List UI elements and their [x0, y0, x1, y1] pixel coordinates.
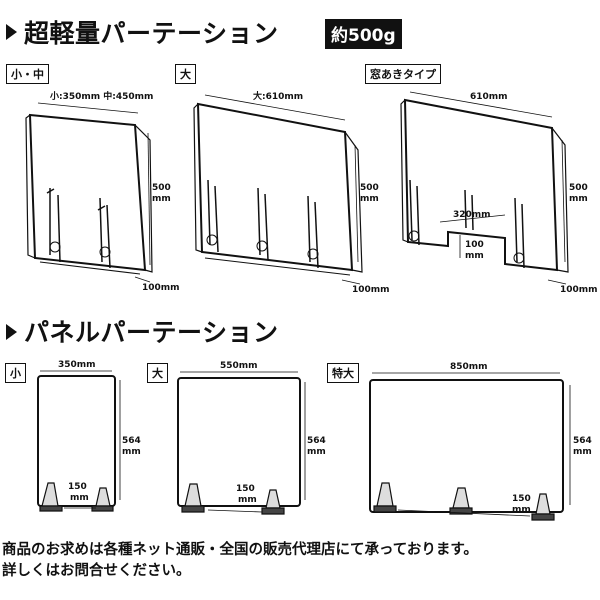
p1-foot-unit: mm — [70, 493, 89, 503]
c-window-height-value: 100 — [465, 240, 484, 250]
p1-height-value: 564 — [122, 436, 141, 446]
heading-arrow-icon — [6, 24, 17, 40]
a-frame-partition-large — [193, 94, 363, 285]
a-width-dimension: 小:350mm 中:450mm — [50, 92, 154, 102]
a-frame-partition-window — [400, 91, 569, 285]
size-label-small: 小 — [5, 363, 26, 383]
a-frame-partition-small — [25, 102, 153, 283]
p1-width-dimension: 350mm — [58, 360, 96, 370]
heading-arrow-icon — [6, 324, 17, 340]
p3-foot-unit: mm — [512, 505, 531, 515]
a-depth-dimension: 100mm — [142, 283, 180, 293]
section2-title: パネルパーテーション — [24, 318, 279, 347]
panel-partition-extra-large — [369, 372, 571, 521]
section1-title: 超軽量パーテーション — [24, 19, 279, 48]
footer-text-line1: 商品のお求めは各種ネット通販・全国の販売代理店にて承っております。 — [2, 542, 478, 558]
c-window-height-unit: mm — [465, 251, 484, 261]
b-width-dimension: 大:610mm — [253, 92, 304, 102]
a-height-value: 500 — [152, 183, 171, 193]
p3-width-dimension: 850mm — [450, 362, 488, 372]
weight-badge: 約500g — [325, 19, 402, 49]
p1-foot-value: 150 — [68, 482, 87, 492]
p3-height-value: 564 — [573, 436, 592, 446]
b-height-value: 500 — [360, 183, 379, 193]
size-label-extra-large: 特大 — [327, 363, 359, 383]
p2-foot-unit: mm — [238, 495, 257, 505]
p3-foot-value: 150 — [512, 494, 531, 504]
p3-height-unit: mm — [573, 447, 592, 457]
size-label-small-medium: 小・中 — [6, 64, 49, 84]
c-width-dimension: 610mm — [470, 92, 508, 102]
c-window-width-dimension: 320mm — [453, 210, 491, 220]
c-height-value: 500 — [569, 183, 588, 193]
c-height-unit: mm — [569, 194, 588, 204]
size-label-large: 大 — [175, 64, 196, 84]
size-label-large: 大 — [147, 363, 168, 383]
c-depth-dimension: 100mm — [560, 285, 598, 295]
p2-width-dimension: 550mm — [220, 361, 258, 371]
footer-text-line2: 詳しくはお問合せください。 — [2, 563, 191, 579]
b-height-unit: mm — [360, 194, 379, 204]
b-depth-dimension: 100mm — [352, 285, 390, 295]
p2-height-value: 564 — [307, 436, 326, 446]
panel-partition-small — [37, 370, 121, 512]
p1-height-unit: mm — [122, 447, 141, 457]
size-label-window-type: 窓あきタイプ — [365, 64, 441, 84]
p2-foot-value: 150 — [236, 484, 255, 494]
p2-height-unit: mm — [307, 447, 326, 457]
panel-partition-large — [177, 371, 306, 515]
a-height-unit: mm — [152, 194, 171, 204]
